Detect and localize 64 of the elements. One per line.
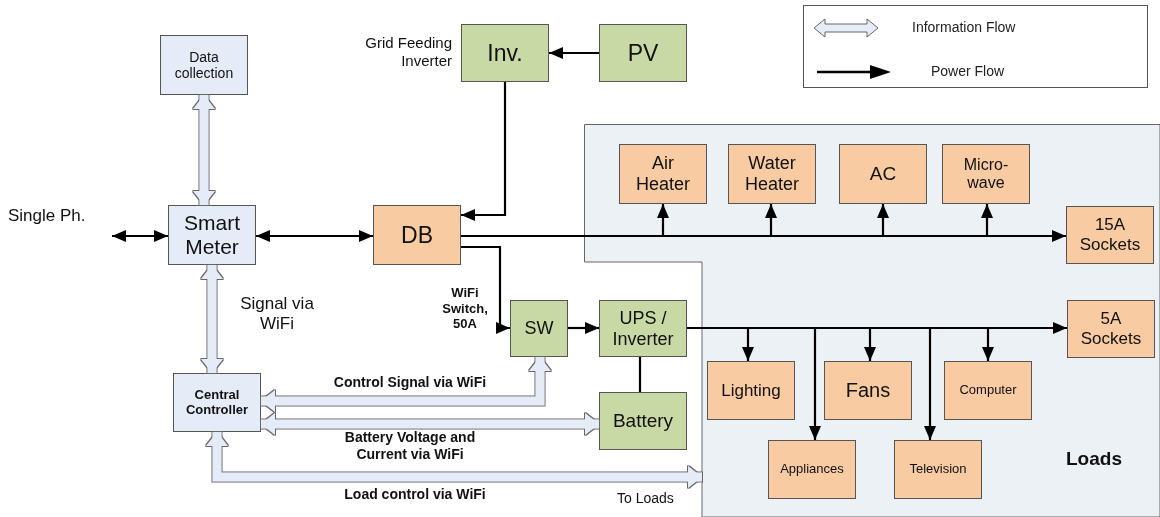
process-box xyxy=(510,300,568,357)
box-label: Central Controller xyxy=(184,387,250,418)
box-label: SW xyxy=(523,318,555,339)
process-box xyxy=(173,373,261,432)
process-box xyxy=(768,440,856,499)
process-box xyxy=(1066,206,1154,264)
box-label: Micro- wave xyxy=(962,155,1010,193)
box-label: DB xyxy=(400,221,434,249)
process-box xyxy=(944,361,1032,420)
process-box xyxy=(599,392,687,450)
box-label: UPS / Inverter xyxy=(611,307,675,350)
process-box xyxy=(728,144,816,204)
process-box xyxy=(707,361,795,420)
process-box xyxy=(168,205,256,265)
process-box xyxy=(839,144,927,204)
legend-label: Power Flow xyxy=(931,63,1005,79)
power-flow-arrow xyxy=(549,47,599,59)
box-label: Television xyxy=(908,462,968,477)
box-label: Battery xyxy=(611,410,675,432)
box-label: 15A Sockets xyxy=(1078,215,1142,255)
box-label: 5A Sockets xyxy=(1079,309,1143,349)
region-label: Loads xyxy=(1066,448,1122,470)
box-label: Data collection xyxy=(173,48,235,82)
process-box xyxy=(824,361,912,420)
box-label: Inv. xyxy=(486,39,524,67)
box-label: Smart Meter xyxy=(183,210,241,260)
process-box xyxy=(942,144,1030,204)
box-label: Computer xyxy=(958,383,1018,398)
terminal-label: Single Ph. xyxy=(8,204,112,228)
box-label: Appliances xyxy=(779,462,845,477)
process-box xyxy=(1067,300,1155,358)
information-flow-arrow xyxy=(261,357,551,412)
box-label: PV xyxy=(626,39,660,67)
connector-line xyxy=(638,357,642,392)
box-label: Water Heater xyxy=(744,153,800,195)
annotation-text: WiFi Switch, 50A xyxy=(441,285,489,332)
process-box xyxy=(373,205,461,265)
annotation-text: Grid Feeding Inverter xyxy=(364,34,452,70)
power-flow-arrow xyxy=(568,322,599,334)
power-flow-arrow xyxy=(461,82,507,221)
power-flow-arrow xyxy=(256,230,373,242)
process-box xyxy=(599,300,687,357)
note-text: To Loads xyxy=(617,490,674,507)
process-box xyxy=(619,144,707,204)
process-box xyxy=(461,24,549,82)
process-box xyxy=(599,24,687,82)
power-flow-arrow xyxy=(112,230,168,242)
box-label: Air Heater xyxy=(635,153,691,195)
legend-label: Information Flow xyxy=(912,19,1016,35)
information-flow-arrow xyxy=(193,95,215,205)
power-flow-arrow xyxy=(461,245,510,334)
information-flow-arrow xyxy=(206,432,702,488)
process-box xyxy=(160,35,248,95)
edge-label: Battery Voltage and Current via WiFi xyxy=(343,429,477,463)
power-flow-arrow xyxy=(687,326,994,361)
box-label: Lighting xyxy=(720,380,782,401)
edge-label: Control Signal via WiFi xyxy=(332,374,488,391)
information-flow-arrow xyxy=(201,265,223,373)
edge-label: Load control via WiFi xyxy=(343,486,487,503)
information-flow-arrow xyxy=(261,413,599,435)
box-label: Fans xyxy=(844,379,892,402)
box-label: AC xyxy=(868,163,898,185)
edge-label: Signal via WiFi xyxy=(239,294,315,335)
process-box xyxy=(894,440,982,499)
